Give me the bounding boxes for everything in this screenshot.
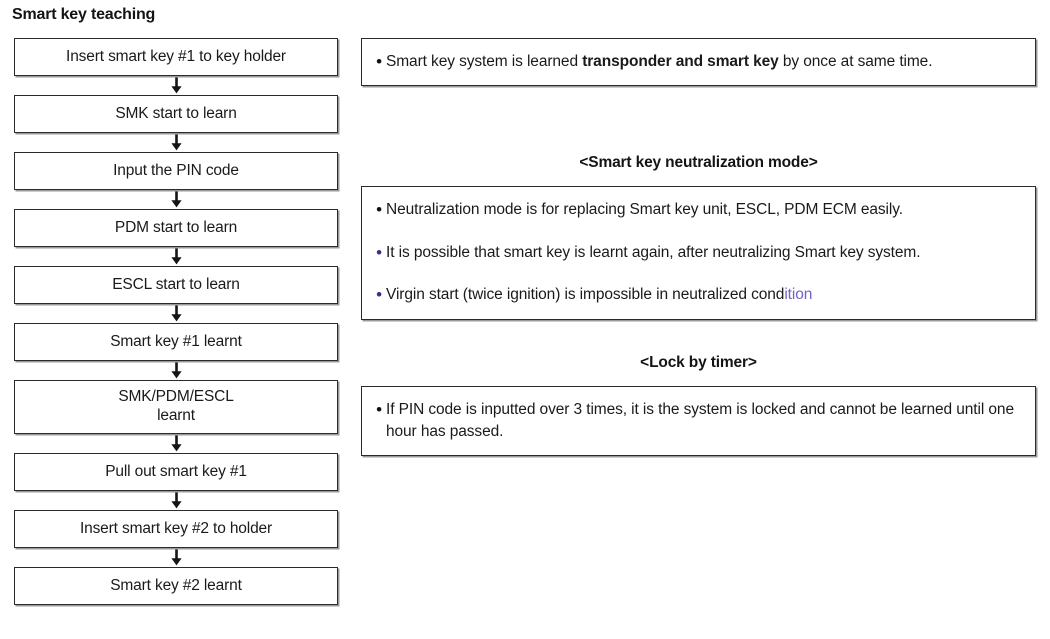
down-arrow-icon (14, 76, 338, 95)
spacer (361, 172, 1036, 186)
flow-box-label: Insert smart key #1 to key holder (66, 47, 286, 65)
flow-box-smart-key-2-learnt[interactable]: Smart key #2 learnt (14, 567, 338, 605)
flow-step: SMK start to learn (14, 95, 338, 133)
flow-box-label: Pull out smart key #1 (105, 462, 247, 480)
bullet-dot-icon: • (376, 285, 382, 305)
bullet-item: • It is possible that smart key is learn… (372, 242, 1021, 264)
flow-box-label: SMK/PDM/ESCL learnt (118, 388, 234, 424)
bullet-text-before: Smart key system is learned (386, 53, 583, 70)
flow-box-label: Smart key #1 learnt (110, 332, 242, 350)
flow-step: SMK/PDM/ESCL learnt (14, 380, 338, 434)
bullet-dot-icon: • (376, 242, 382, 262)
bullet-dot-icon: • (376, 200, 382, 220)
flow-box-insert-smart-key-1[interactable]: Insert smart key #1 to key holder (14, 38, 338, 76)
spacer (361, 86, 1036, 154)
bullet-item: • Virgin start (twice ignition) is impos… (372, 284, 1021, 306)
notes-column: • Smart key system is learned transponde… (361, 38, 1036, 456)
down-arrow-icon (14, 133, 338, 152)
bullet-dot-icon: • (376, 52, 382, 71)
flow-step: PDM start to learn (14, 209, 338, 247)
bullet-text-after: by once at same time. (778, 53, 933, 70)
flow-step: Smart key #1 learnt (14, 323, 338, 361)
down-arrow-icon (14, 247, 338, 266)
bullet-text: Smart key system is learned transponder … (386, 51, 1021, 73)
smart-key-teaching-flowchart: Insert smart key #1 to key holder SMK st… (14, 38, 338, 605)
flow-box-label: SMK start to learn (115, 104, 237, 122)
bullet-text: Neutralization mode is for replacing Sma… (386, 201, 903, 219)
spacer (361, 320, 1036, 354)
flow-step: ESCL start to learn (14, 266, 338, 304)
flow-step: Pull out smart key #1 (14, 453, 338, 491)
flow-step: Insert smart key #2 to holder (14, 510, 338, 548)
lock-by-timer-note-panel: • If PIN code is inputted over 3 times, … (361, 385, 1036, 456)
down-arrow-icon (14, 434, 338, 453)
bullet-item: • Smart key system is learned transponde… (372, 51, 1021, 73)
spacer (361, 372, 1036, 386)
flow-box-label: Input the PIN code (113, 161, 239, 179)
flow-box-label: Smart key #2 learnt (110, 576, 242, 594)
bullet-text-accent: ition (784, 286, 813, 304)
flow-step: Smart key #2 learnt (14, 567, 338, 605)
flow-box-escl-start-to-learn[interactable]: ESCL start to learn (14, 266, 338, 304)
bullet-text: If PIN code is inputted over 3 times, it… (386, 400, 1014, 440)
flow-box-insert-smart-key-2[interactable]: Insert smart key #2 to holder (14, 510, 338, 548)
bullet-text: Virgin start (twice ignition) is impossi… (386, 284, 1021, 306)
spacer (372, 222, 1021, 242)
flow-step: Input the PIN code (14, 152, 338, 190)
flow-box-label: Insert smart key #2 to holder (79, 519, 273, 537)
bullet-dot-icon: • (376, 399, 382, 419)
flow-box-pull-out-smart-key-1[interactable]: Pull out smart key #1 (14, 453, 338, 491)
down-arrow-icon (14, 304, 338, 323)
lock-by-timer-heading: <Lock by timer> (640, 353, 757, 371)
flow-step: Insert smart key #1 to key holder (14, 38, 338, 76)
bullet-text-bold: transponder and smart key (582, 53, 779, 70)
flow-box-pdm-start-to-learn[interactable]: PDM start to learn (14, 209, 338, 247)
flow-box-smk-pdm-escl-learnt[interactable]: SMK/PDM/ESCL learnt (14, 380, 338, 434)
flow-box-input-pin-code[interactable]: Input the PIN code (14, 152, 338, 190)
flow-box-label: PDM start to learn (114, 218, 238, 236)
flow-box-smk-start-to-learn[interactable]: SMK start to learn (14, 95, 338, 133)
bullet-item: • If PIN code is inputted over 3 times, … (372, 399, 1021, 443)
down-arrow-icon (14, 548, 338, 567)
flow-box-label: ESCL start to learn (112, 275, 240, 293)
neutralization-note-panel: • Neutralization mode is for replacing S… (361, 186, 1036, 320)
bullet-item: • Neutralization mode is for replacing S… (372, 199, 1021, 221)
bullet-text: It is possible that smart key is learnt … (386, 243, 921, 261)
page-title: Smart key teaching (12, 6, 156, 23)
spacer (372, 264, 1021, 284)
down-arrow-icon (14, 491, 338, 510)
neutralization-heading: <Smart key neutralization mode> (579, 154, 818, 172)
flow-box-smart-key-1-learnt[interactable]: Smart key #1 learnt (14, 323, 338, 361)
down-arrow-icon (14, 190, 338, 209)
learning-note-panel: • Smart key system is learned transponde… (361, 38, 1036, 87)
bullet-text-main: Virgin start (twice ignition) is impossi… (386, 286, 785, 304)
down-arrow-icon (14, 361, 338, 380)
